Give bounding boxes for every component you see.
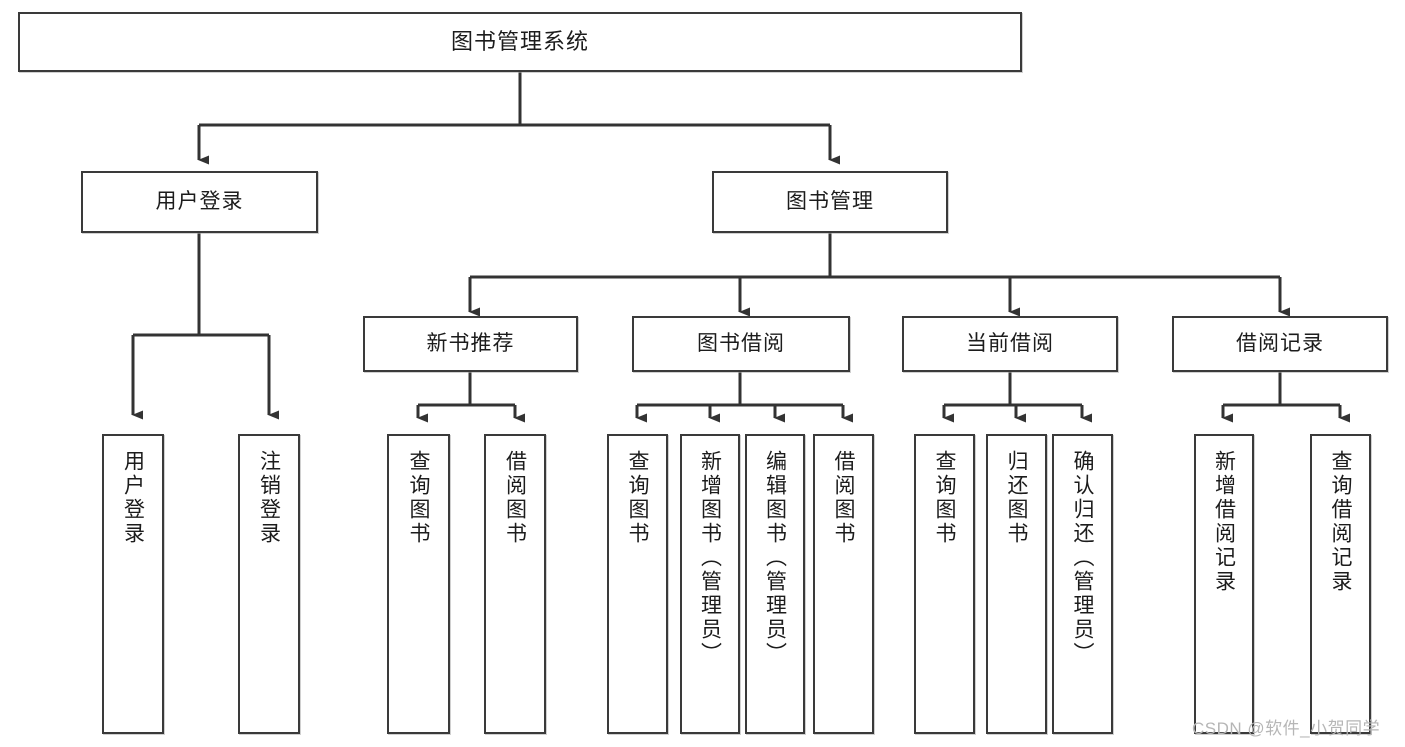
node-book-borrow-label: 图书借阅 bbox=[697, 331, 785, 355]
node-leaf-return-book[interactable]: 归还图书 bbox=[986, 434, 1047, 734]
node-leaf-edit-book-admin[interactable]: 编辑图书（管理员） bbox=[745, 434, 805, 734]
node-user-login[interactable]: 用户登录 bbox=[81, 171, 318, 233]
node-leaf-user-login-label: 用户登录 bbox=[121, 450, 145, 546]
node-leaf-borrow-book-recommend[interactable]: 借阅图书 bbox=[484, 434, 546, 734]
node-book-borrow[interactable]: 图书借阅 bbox=[632, 316, 850, 372]
node-book-management-label: 图书管理 bbox=[786, 189, 874, 213]
node-leaf-logout-label: 注销登录 bbox=[257, 450, 281, 546]
node-borrow-record-label: 借阅记录 bbox=[1236, 331, 1324, 355]
node-leaf-query-book-current-label: 查询图书 bbox=[933, 450, 956, 546]
node-current-borrow[interactable]: 当前借阅 bbox=[902, 316, 1118, 372]
node-new-book-recommend-label: 新书推荐 bbox=[426, 331, 515, 355]
node-root-system-label: 图书管理系统 bbox=[450, 29, 589, 55]
node-leaf-add-borrow-record[interactable]: 新增借阅记录 bbox=[1194, 434, 1254, 734]
node-leaf-query-book-borrow[interactable]: 查询图书 bbox=[607, 434, 668, 734]
node-leaf-query-borrow-record[interactable]: 查询借阅记录 bbox=[1310, 434, 1371, 734]
node-leaf-query-book-recommend-label: 查询图书 bbox=[407, 450, 430, 546]
node-current-borrow-label: 当前借阅 bbox=[966, 331, 1054, 355]
csdn-watermark: CSDN @软件_小贺同学 bbox=[1192, 719, 1381, 738]
node-leaf-add-borrow-record-label: 新增借阅记录 bbox=[1212, 450, 1236, 594]
node-leaf-borrow-book-recommend-label: 借阅图书 bbox=[503, 450, 527, 546]
node-user-login-label: 用户登录 bbox=[155, 189, 244, 213]
node-leaf-add-book-admin[interactable]: 新增图书（管理员） bbox=[680, 434, 740, 734]
node-leaf-confirm-return-admin-label: 确认归还（管理员） bbox=[1071, 450, 1094, 666]
node-leaf-query-book-borrow-label: 查询图书 bbox=[626, 450, 649, 546]
node-leaf-return-book-label: 归还图书 bbox=[1005, 450, 1028, 546]
node-leaf-query-book-current[interactable]: 查询图书 bbox=[914, 434, 975, 734]
node-book-management[interactable]: 图书管理 bbox=[712, 171, 948, 233]
node-leaf-edit-book-admin-label: 编辑图书（管理员） bbox=[763, 450, 787, 666]
node-leaf-add-book-admin-label: 新增图书（管理员） bbox=[698, 450, 722, 666]
node-borrow-record[interactable]: 借阅记录 bbox=[1172, 316, 1388, 372]
node-leaf-user-login[interactable]: 用户登录 bbox=[102, 434, 164, 734]
node-leaf-logout[interactable]: 注销登录 bbox=[238, 434, 300, 734]
node-root-system[interactable]: 图书管理系统 bbox=[18, 12, 1022, 72]
node-leaf-borrow-book-label: 借阅图书 bbox=[832, 450, 855, 546]
node-leaf-confirm-return-admin[interactable]: 确认归还（管理员） bbox=[1052, 434, 1113, 734]
node-leaf-borrow-book[interactable]: 借阅图书 bbox=[813, 434, 874, 734]
node-leaf-query-borrow-record-label: 查询借阅记录 bbox=[1329, 450, 1352, 594]
node-leaf-query-book-recommend[interactable]: 查询图书 bbox=[387, 434, 450, 734]
node-new-book-recommend[interactable]: 新书推荐 bbox=[363, 316, 578, 372]
